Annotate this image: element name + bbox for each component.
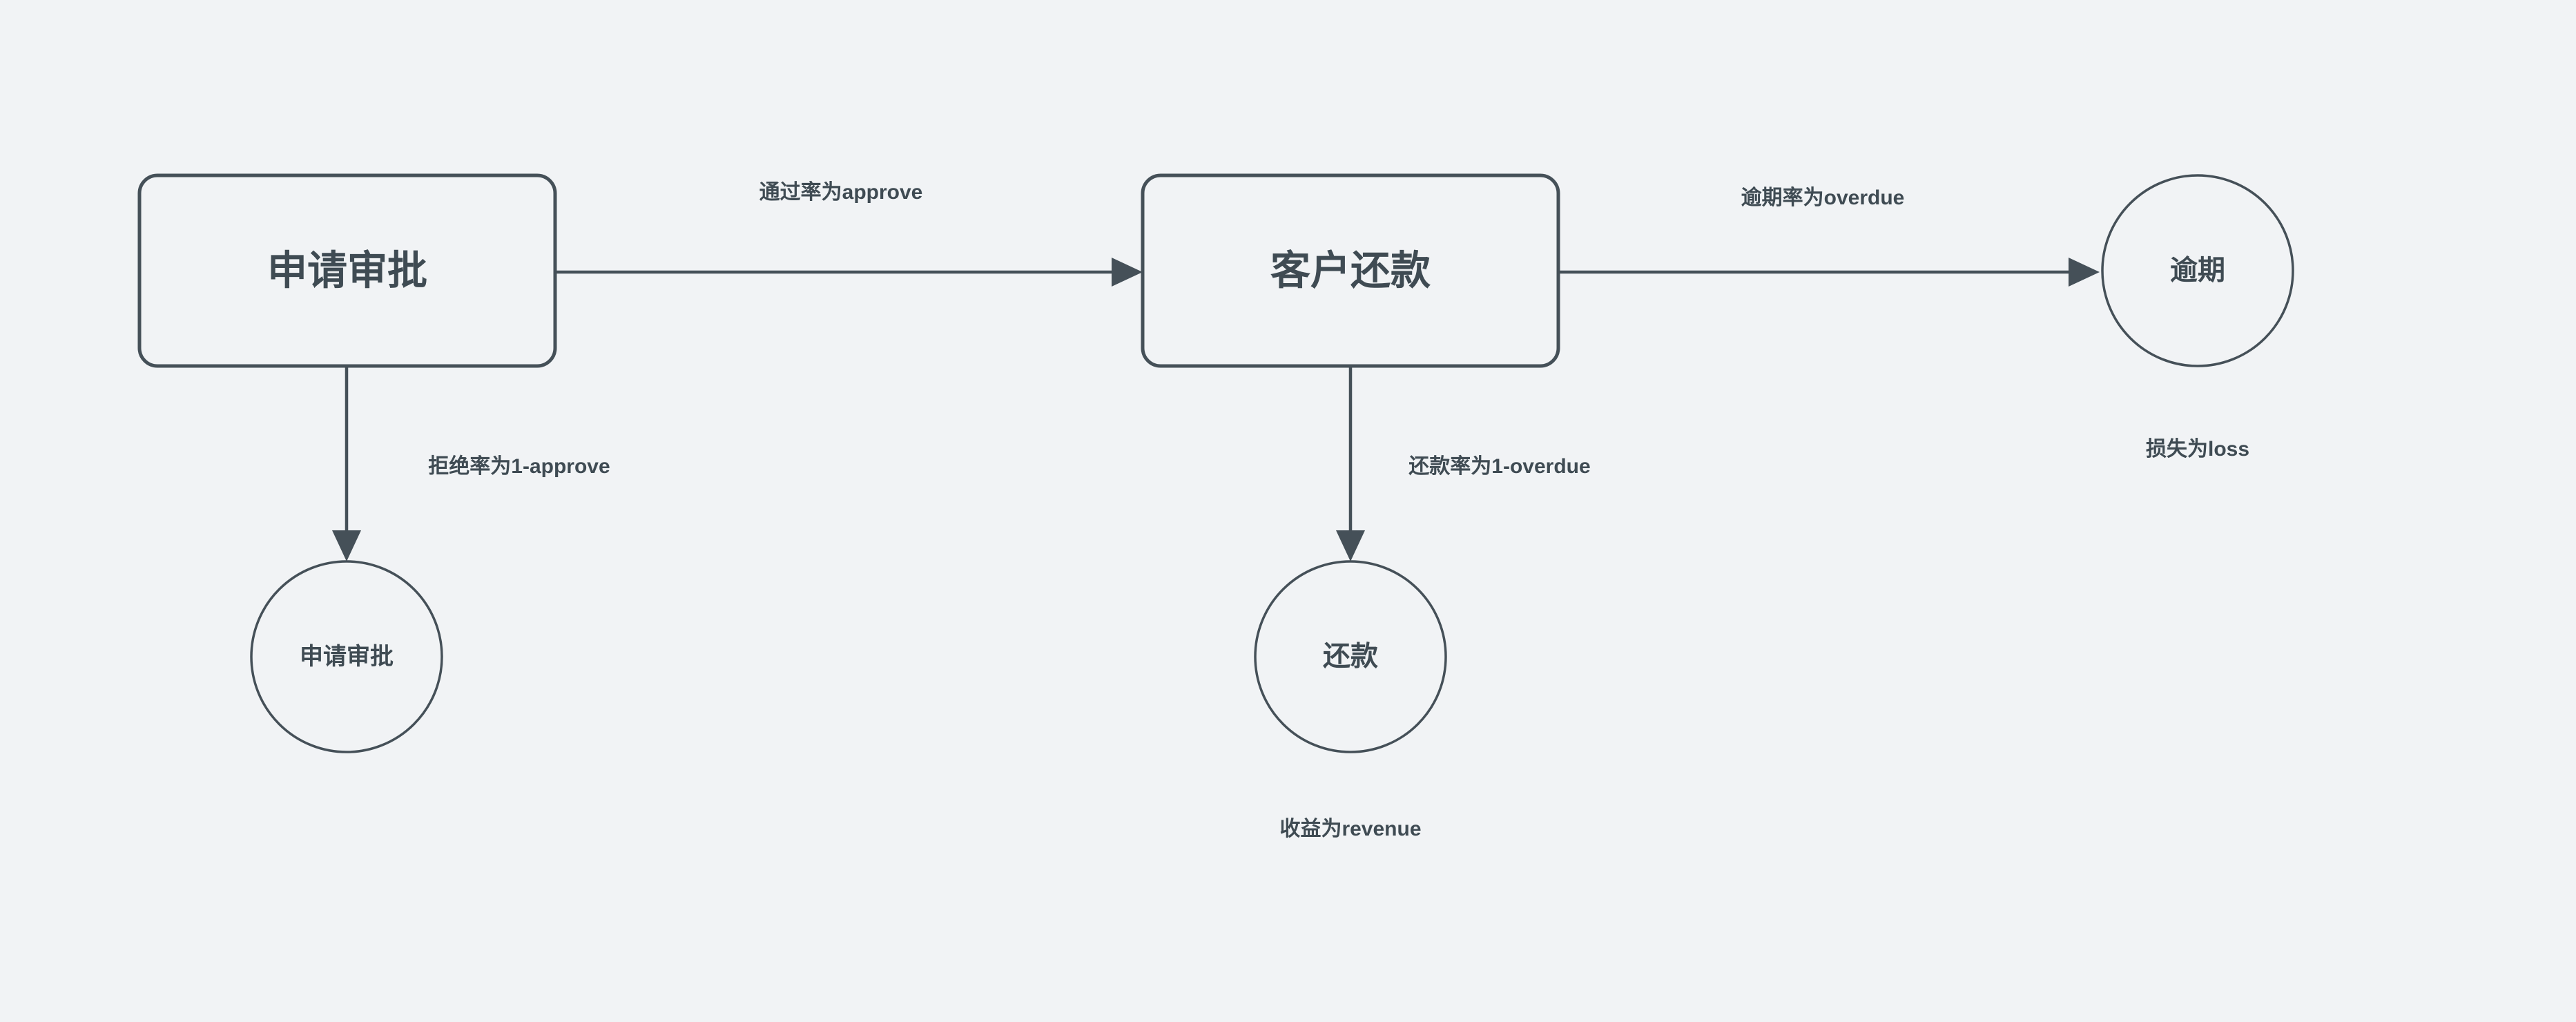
- node-overdue-end[interactable]: 逾期: [2101, 174, 2294, 367]
- edge-repay-arrowhead: [1336, 530, 1365, 561]
- edge-reject-arrowhead: [332, 530, 361, 561]
- edge-approve-arrowhead: [1112, 258, 1143, 287]
- edge-approve-label: 通过率为approve: [759, 181, 923, 204]
- caption-revenue: 收益为revenue: [1279, 818, 1421, 840]
- node-customer-repay-shape: [1141, 173, 1560, 368]
- edge-approve[interactable]: 通过率为approve: [555, 181, 1143, 287]
- caption-loss: 损失为loss: [2146, 438, 2249, 461]
- node-apply-review-end-label: 申请审批: [300, 644, 394, 670]
- edge-overdue-arrowhead: [2069, 258, 2100, 287]
- node-apply-review-end[interactable]: 申请审批: [250, 560, 443, 753]
- node-repayment-end-shape: [1254, 560, 1447, 753]
- node-customer-repay[interactable]: 客户还款: [1141, 173, 1560, 368]
- node-repayment-end-label: 还款: [1323, 642, 1378, 672]
- node-apply-review-end-shape: [250, 560, 443, 753]
- node-repayment-end[interactable]: 还款: [1254, 560, 1447, 753]
- node-apply-review-label: 申请审批: [267, 248, 427, 293]
- node-customer-repay-label: 客户还款: [1270, 248, 1431, 293]
- edge-repay[interactable]: 还款率为1-overdue: [1336, 366, 1591, 561]
- node-apply-review[interactable]: 申请审批: [137, 173, 557, 368]
- edge-overdue-label: 逾期率为overdue: [1741, 186, 1905, 209]
- edge-overdue[interactable]: 逾期率为overdue: [1558, 186, 2100, 287]
- node-apply-review-shape: [137, 173, 557, 368]
- edge-reject-label: 拒绝率为1-approve: [428, 454, 610, 478]
- edge-reject[interactable]: 拒绝率为1-approve: [332, 366, 610, 561]
- node-overdue-end-label: 逾期: [2170, 256, 2225, 286]
- edge-repay-label: 还款率为1-overdue: [1408, 455, 1590, 478]
- node-overdue-end-shape: [2101, 174, 2294, 367]
